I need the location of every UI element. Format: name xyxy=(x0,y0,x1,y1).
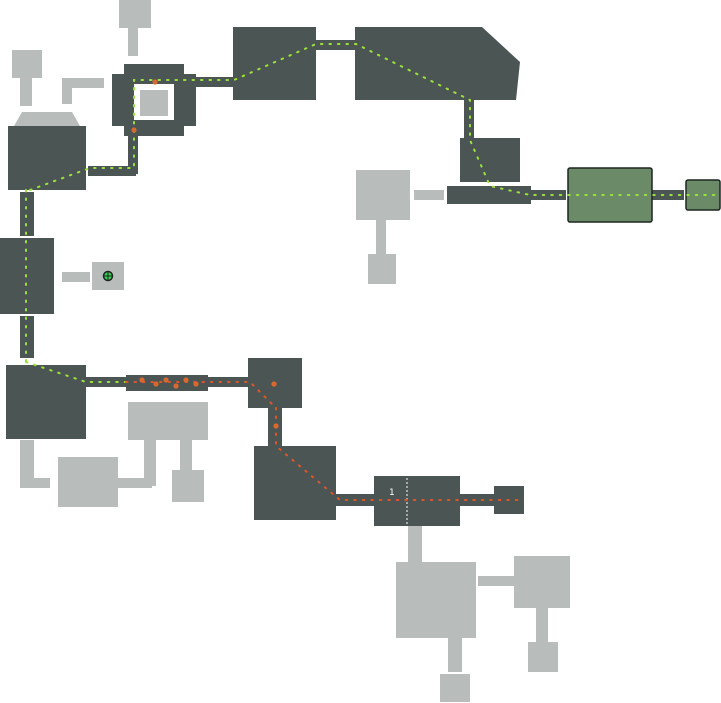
explored-corridor xyxy=(128,130,138,174)
explored-room xyxy=(447,186,531,204)
explored-room xyxy=(233,27,316,100)
unexplored-room xyxy=(58,457,118,507)
markers-layer xyxy=(102,79,279,429)
enemy-marker-icon xyxy=(131,127,137,133)
unexplored-corridor xyxy=(414,190,444,200)
unexplored-room xyxy=(119,0,151,28)
room-notch xyxy=(112,126,124,136)
unexplored-corridor xyxy=(448,638,462,672)
unexplored-corridor xyxy=(20,478,50,488)
explored-room xyxy=(460,138,520,182)
enemy-marker-icon xyxy=(152,79,158,85)
enemy-marker-icon xyxy=(139,377,145,383)
enemy-marker-icon xyxy=(271,381,277,387)
travel-route xyxy=(29,131,135,191)
travel-route xyxy=(125,381,277,409)
corridors-layer xyxy=(20,26,684,672)
unexplored-room xyxy=(528,642,558,672)
unexplored-corridor xyxy=(62,78,72,104)
explored-corridor xyxy=(88,166,136,176)
unexplored-corridor xyxy=(118,478,152,488)
unexplored-corridor xyxy=(536,608,548,642)
explored-room xyxy=(6,365,86,439)
unexplored-room xyxy=(440,674,470,702)
unexplored-corridor xyxy=(180,440,192,470)
unexplored-corridor xyxy=(20,78,32,106)
explored-corridor xyxy=(316,40,356,50)
unexplored-corridor xyxy=(376,220,386,254)
explored-corridor xyxy=(86,377,126,387)
explored-room xyxy=(254,446,336,520)
enemy-marker-icon xyxy=(193,381,199,387)
unexplored-corridor xyxy=(62,272,90,282)
unexplored-room xyxy=(514,556,570,608)
unexplored-corridor xyxy=(20,440,34,486)
enemy-marker-icon xyxy=(273,423,279,429)
room-notch xyxy=(112,64,124,74)
courtyard-pillar xyxy=(140,90,168,116)
routes-layer xyxy=(25,43,721,501)
unexplored-room xyxy=(12,50,42,78)
enemy-marker-icon xyxy=(153,381,159,387)
unexplored-room xyxy=(128,402,208,440)
explored-corridor xyxy=(196,77,234,87)
explored-corridor xyxy=(464,100,474,140)
explored-corridor xyxy=(652,190,684,200)
unexplored-corridor xyxy=(478,576,514,586)
explored-corridor xyxy=(20,192,34,236)
explored-room xyxy=(8,126,86,190)
enemy-marker-icon xyxy=(173,383,179,389)
enemy-marker-icon xyxy=(163,377,169,383)
enemy-marker-icon xyxy=(183,377,189,383)
room-notch xyxy=(184,126,196,136)
unexplored-corridor xyxy=(62,78,104,88)
unexplored-room xyxy=(356,170,410,220)
unexplored-room xyxy=(396,562,476,638)
explored-corridor xyxy=(460,494,494,506)
player-crosshair-icon xyxy=(104,272,112,280)
room-notch xyxy=(184,64,196,74)
unexplored-room xyxy=(368,254,396,284)
unexplored-room xyxy=(172,470,204,502)
explored-corridor xyxy=(20,316,34,358)
current-room xyxy=(685,179,721,211)
explored-room xyxy=(355,27,520,100)
room-number-label: 1 xyxy=(389,488,395,498)
explored-room xyxy=(374,476,460,526)
unexplored-room xyxy=(14,112,80,126)
travel-route xyxy=(133,43,721,196)
explored-corridor xyxy=(510,190,566,200)
unexplored-corridor xyxy=(408,526,422,562)
unexplored-corridor xyxy=(144,440,156,486)
unexplored-corridor xyxy=(128,26,138,56)
